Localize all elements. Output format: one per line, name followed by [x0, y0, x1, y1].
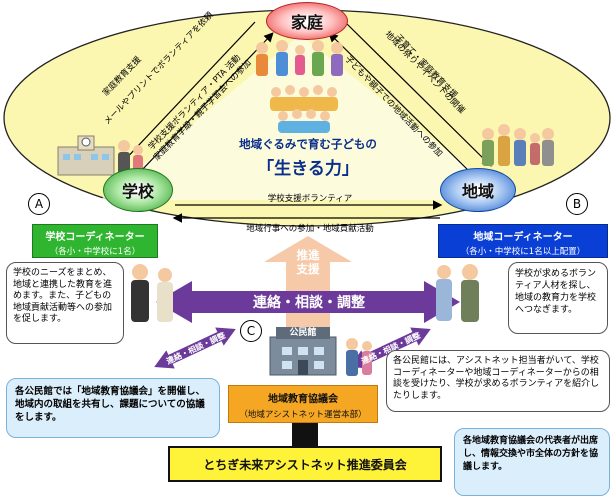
main-arrow-label: 連絡・相談・調整 [253, 295, 365, 311]
center-message: 地域ぐるみで育む子どもの 「生きる力」 [218, 136, 398, 180]
home-node: 家庭 [266, 2, 348, 40]
arrow-community-to-home-1 [328, 32, 471, 173]
school-node: 学校 [103, 168, 173, 212]
school-coordinator-box: 学校コーディネーター （各小・中学校に1名） [32, 224, 158, 258]
promote-line2: 支援 [296, 262, 320, 276]
community-coordinator-box: 地域コーディネーター （各小・中学校に1名以上配置） [438, 224, 608, 258]
label-community-events: 地域行事への参加・地域貢献活動 [246, 224, 374, 234]
coordinator-left-figures [131, 264, 173, 322]
marker-b: B [566, 193, 588, 215]
bubble-kominkan: 各公民館には、アシストネット担当者がいて、学校コーディネーターや地域コーディネー… [386, 350, 610, 412]
marker-c: C [240, 320, 262, 342]
coordinator-right-figures [436, 264, 479, 322]
committee-title: とちぎ未来アシストネット推進委員会 [203, 457, 407, 472]
council-title: 地域教育協議会 [268, 394, 338, 405]
kominkan-building [269, 327, 337, 376]
marker-a: A [28, 193, 50, 215]
promote-label: 推進 支援 [286, 248, 330, 276]
school-label: 学校 [121, 182, 154, 201]
promote-line1: 推進 [296, 248, 320, 262]
community-coordinator-sub: （各小・中学校に1名以上配置） [460, 247, 586, 257]
children-figures [270, 85, 338, 133]
bubble-council: 各公民館では「地域教育協議会」を開催し、地域内の取組を共有し、課題についての協議… [6, 378, 220, 438]
pillar [292, 422, 318, 446]
marker-a-label: A [34, 197, 44, 211]
arrow-home-to-community-1 [344, 21, 492, 167]
bubble-school-coordinator: 学校のニーズをまとめ、地域と連携した教育を進めます。また、子どもの地域貢献活動等… [6, 262, 124, 344]
school-building [57, 135, 115, 176]
center-line2: 「生きる力」 [257, 159, 359, 179]
light-triangle [100, 35, 510, 200]
diag-left-arrow-shape [154, 327, 236, 369]
community-coordinator-title: 地域コーディネーター [473, 232, 573, 243]
home-label: 家庭 [290, 13, 323, 32]
bubble-community-coordinator: 学校が求めるボランティア人材を探し、地域の教育力を学校へつなぎます。 [508, 262, 608, 334]
committee-box: とちぎ未来アシストネット推進委員会 [168, 446, 442, 482]
school-coordinator-title: 学校コーディネーター [45, 232, 145, 243]
family-figures [256, 40, 343, 76]
school-coordinator-sub: （各小・中学校に1名） [49, 247, 141, 257]
bubble-committee: 各地域教育協議会の代表者が出席し、情報交換や市全体の方針を協議します。 [454, 428, 610, 496]
main-purple-arrow [156, 281, 460, 323]
center-line1: 地域ぐるみで育む子どもの [239, 137, 377, 151]
council-sub: （地域アシストネット運営本部） [239, 410, 367, 420]
community-label: 地域 [461, 182, 494, 201]
arrow-home-to-school-1 [118, 21, 256, 167]
arrow-school-to-home-1 [139, 32, 274, 173]
community-figures [482, 124, 554, 166]
label-school-support-volunteer: 学校支援ボランティア [267, 194, 353, 204]
council-box: 地域教育協議会 （地域アシストネット運営本部） [228, 385, 378, 423]
kominkan-staff-figures [346, 338, 372, 376]
kominkan-sign: 公民館 [289, 328, 317, 338]
marker-b-label: B [572, 197, 582, 211]
marker-c-label: C [246, 324, 256, 338]
community-node: 地域 [440, 168, 516, 212]
